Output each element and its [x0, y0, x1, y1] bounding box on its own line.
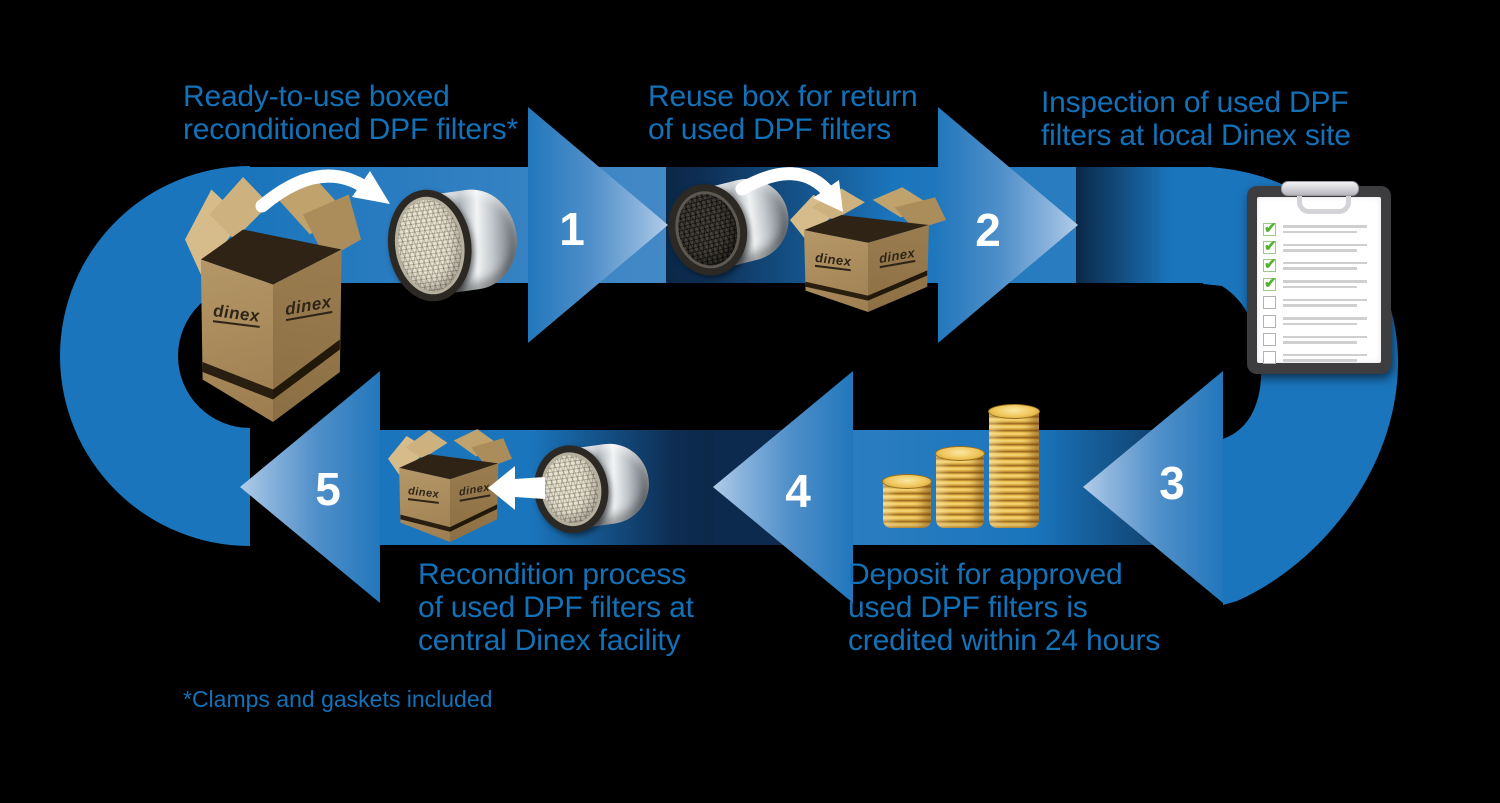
checklist-lines	[1283, 335, 1367, 344]
checklist-row-checked: ✔	[1263, 275, 1367, 293]
step-number-1: 1	[559, 203, 585, 255]
coin-stack	[935, 446, 985, 528]
checkmark-icon: ✔	[1263, 256, 1277, 274]
inspection-clipboard: ✔✔✔✔	[1247, 181, 1391, 374]
clipboard-paper	[1257, 197, 1381, 363]
step-number-3: 3	[1159, 457, 1185, 509]
checklist-row-checked: ✔	[1263, 257, 1367, 275]
checklist-lines	[1283, 317, 1367, 326]
checklist-row-checked: ✔	[1263, 238, 1367, 256]
step-label-3: Inspection of used DPF filters at local …	[1041, 86, 1351, 152]
step-label-1: Ready-to-use boxed reconditioned DPF fil…	[183, 80, 518, 146]
footnote: *Clamps and gaskets included	[183, 686, 493, 712]
clipboard-clip-bar	[1281, 181, 1359, 196]
coin-top-face	[935, 446, 985, 461]
checklist-lines	[1283, 280, 1367, 289]
coin-top-face	[882, 474, 932, 489]
arrowhead-step-4	[713, 371, 853, 603]
empty-checkbox-icon	[1263, 296, 1276, 310]
arrowhead-step-3	[1083, 371, 1223, 603]
arrowhead-step-2	[938, 107, 1078, 343]
checklist-lines	[1283, 225, 1367, 234]
coin-stacks	[882, 404, 1053, 528]
step-number-2: 2	[975, 204, 1001, 256]
step-label-4: Deposit for approved used DPF filters is…	[848, 558, 1161, 657]
step-label-5: Recondition process of used DPF filters …	[418, 558, 694, 657]
dinex-box-outgoing: dinex dinex	[185, 172, 361, 422]
checklist-row-unchecked	[1263, 349, 1367, 367]
coin-stack	[882, 474, 932, 528]
step-label-2: Reuse box for return of used DPF filters	[648, 80, 918, 146]
arrowhead-step-1	[528, 107, 668, 343]
checklist-lines	[1283, 261, 1367, 270]
clipboard-clip	[1297, 193, 1351, 214]
checklist-row-unchecked	[1263, 312, 1367, 330]
checkmark-icon: ✔	[1263, 219, 1277, 237]
band-top-segment-3	[1076, 167, 1212, 283]
checklist-row-unchecked	[1263, 294, 1367, 312]
checklist-row-checked: ✔	[1263, 220, 1367, 238]
clipboard-checklist: ✔✔✔✔	[1263, 220, 1367, 367]
dpf-filter-reconditioned	[380, 177, 529, 307]
dinex-box-recondition: dinex dinex	[388, 428, 512, 542]
empty-checkbox-icon	[1263, 333, 1276, 347]
empty-checkbox-icon	[1263, 314, 1276, 328]
coin-top-face	[988, 404, 1040, 419]
checklist-lines	[1283, 243, 1367, 252]
checkmark-icon: ✔	[1263, 238, 1277, 256]
empty-checkbox-icon	[1263, 351, 1276, 365]
checklist-lines	[1283, 298, 1367, 307]
checklist-lines	[1283, 353, 1367, 362]
step-number-4: 4	[785, 465, 811, 517]
coin-stack	[988, 404, 1040, 528]
dinex-box-return: dinex dinex	[790, 186, 946, 312]
checkmark-icon: ✔	[1263, 274, 1277, 292]
checklist-row-unchecked	[1263, 330, 1367, 348]
arrowhead-step-5	[240, 371, 380, 603]
dpf-filter-recondition	[528, 434, 659, 538]
step-number-5: 5	[315, 463, 341, 515]
